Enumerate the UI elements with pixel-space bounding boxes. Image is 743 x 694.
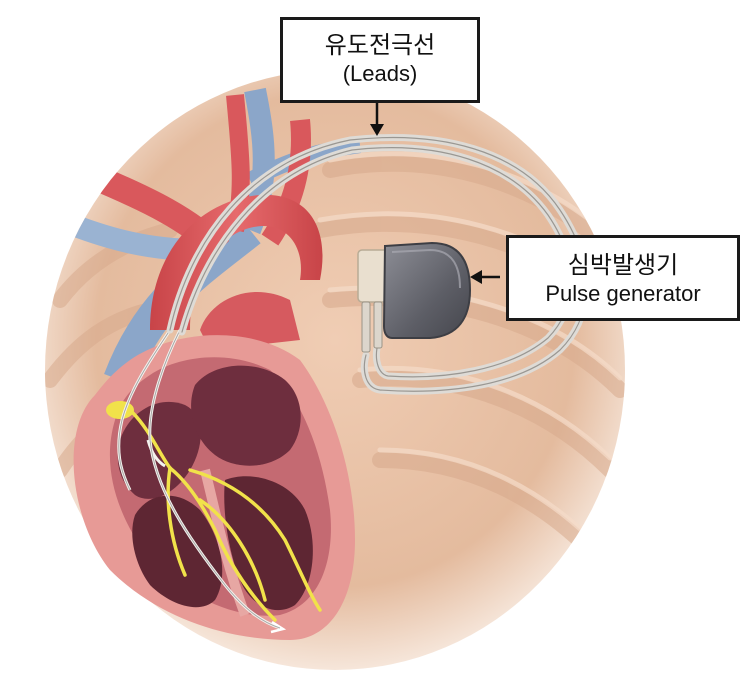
pulse-generator-label-english: Pulse generator [509, 280, 737, 308]
leads-label-english: (Leads) [283, 60, 477, 88]
leads-label-korean: 유도전극선 [283, 30, 477, 60]
pulse-generator-label: 심박발생기 Pulse generator [506, 235, 740, 321]
pulse-generator-label-korean: 심박발생기 [509, 250, 737, 280]
leads-label: 유도전극선 (Leads) [280, 17, 480, 103]
